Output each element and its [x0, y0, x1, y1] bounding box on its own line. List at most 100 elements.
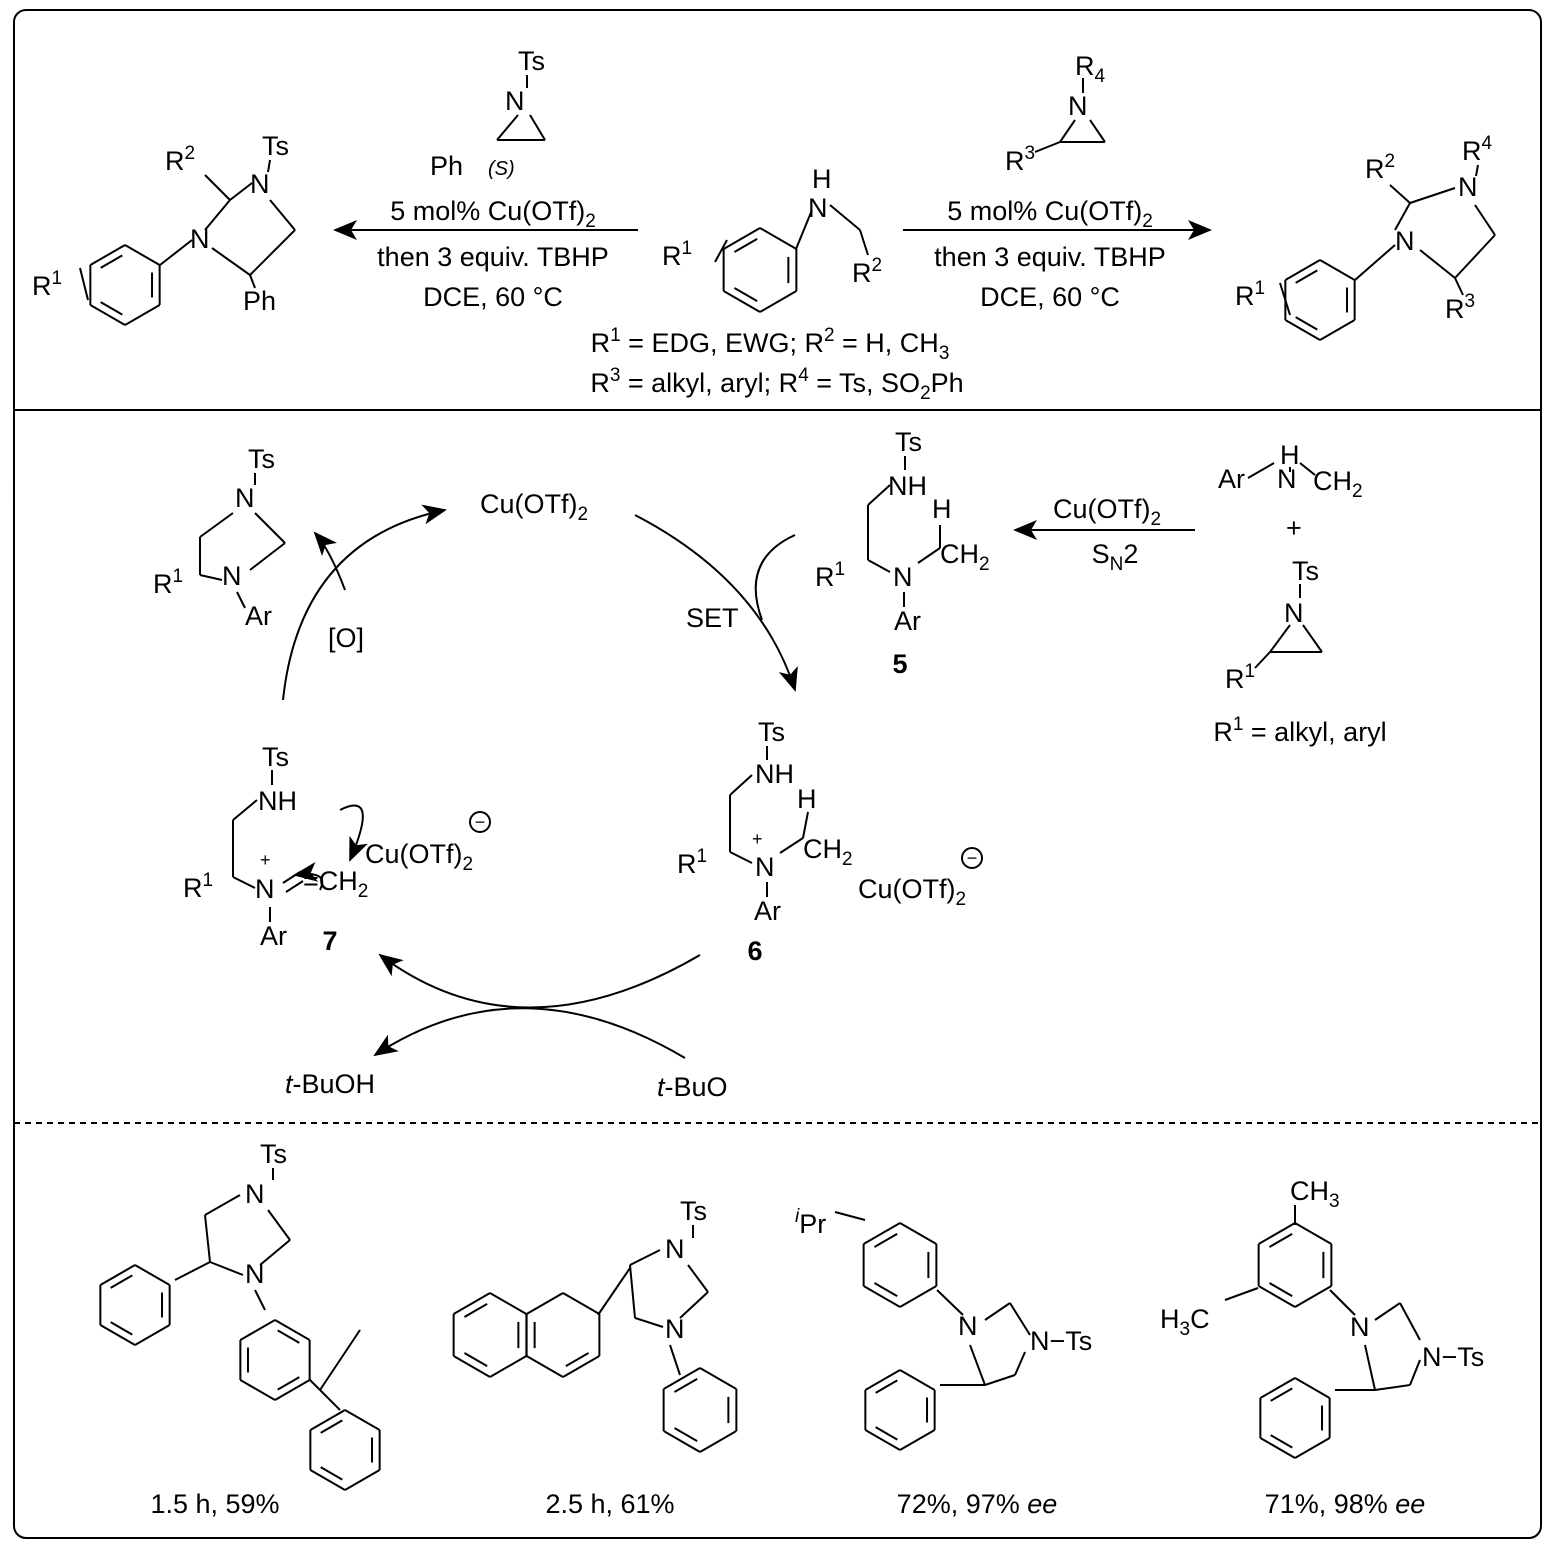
label: R1​: [1225, 661, 1255, 694]
bond: [873, 1282, 898, 1297]
bond: [663, 1430, 701, 1453]
bond: [1259, 1377, 1296, 1399]
negative-charge-icon: [961, 847, 983, 869]
bond: [1302, 624, 1323, 653]
label: R2​: [852, 255, 882, 288]
label: H: [1280, 440, 1300, 470]
bond: [236, 591, 246, 609]
chiral-aziridine: Ts N Ph (S): [430, 46, 545, 181]
bond: [899, 1285, 937, 1308]
bond: [917, 547, 941, 564]
bond: [204, 1194, 241, 1216]
bond: [1389, 184, 1411, 204]
charge-minus: −: [967, 848, 978, 868]
bond: [729, 774, 753, 796]
right-product: R2​ R4​ N N R3​ R1​: [1235, 133, 1493, 324]
label: H3​C: [1160, 1304, 1210, 1340]
bond: [204, 199, 231, 231]
bond: [733, 287, 758, 302]
label: Ts: [680, 1196, 707, 1226]
bond: [110, 1321, 133, 1336]
bond: [1374, 1302, 1401, 1321]
label: N: [808, 193, 828, 223]
label: +: [1286, 513, 1302, 543]
bond: [159, 239, 193, 266]
bond: [1394, 202, 1411, 231]
bond: [285, 880, 304, 893]
bond: [1270, 1387, 1293, 1402]
condition: 5 mol% Cu(OTf)2​: [947, 196, 1153, 232]
bond: [1279, 282, 1291, 316]
bond: [204, 1214, 211, 1263]
bond: [723, 290, 761, 313]
mech-product: Ts N R1​ N Ar: [153, 444, 275, 631]
bond: [529, 114, 546, 141]
label: NH: [755, 759, 794, 789]
bond: [229, 182, 253, 201]
bond: [802, 811, 809, 839]
aniline-substrate: H N R1​ R2​: [662, 164, 882, 288]
oxidation-label: [O]: [328, 623, 364, 653]
bond: [204, 174, 231, 201]
bond: [629, 1249, 661, 1266]
compound-number: 6: [747, 936, 762, 966]
right-conditions: 5 mol% Cu(OTf)2​ then 3 equiv. TBHP DCE,…: [934, 196, 1166, 312]
bond: [124, 304, 161, 326]
bond: [259, 1239, 291, 1266]
bond: [99, 1264, 136, 1286]
label: H: [797, 784, 817, 814]
bond: [463, 1303, 488, 1318]
bond: [124, 244, 161, 266]
label: N: [190, 224, 210, 254]
hat-arc: [373, 1007, 686, 1059]
bond: [1258, 1222, 1296, 1245]
stereo-label: (S): [488, 158, 515, 180]
label: N: [1458, 172, 1478, 202]
label: R1​: [815, 559, 845, 592]
bond: [565, 1352, 590, 1367]
label: CH2​: [803, 834, 853, 870]
bond: [1294, 1377, 1331, 1399]
bond: [254, 1289, 266, 1311]
bond: [634, 1317, 664, 1328]
charge-plus: +: [752, 829, 763, 849]
bond: [89, 304, 126, 326]
charge-plus: +: [260, 850, 271, 870]
bond: [984, 1302, 1011, 1321]
label: N: [665, 1314, 685, 1344]
label: N: [235, 483, 255, 513]
bond: [1454, 277, 1464, 296]
caption: 1.5 h, 59%: [150, 1489, 279, 1519]
bond: [699, 1430, 737, 1453]
scope-note: R1​ = EDG, EWG; R2​ = H, CH3​: [591, 325, 950, 364]
bond: [211, 247, 251, 276]
label: R4​: [1075, 51, 1106, 87]
label: Ts: [895, 427, 922, 457]
label: N: [250, 169, 270, 199]
bond: [1454, 234, 1496, 279]
counterion: Cu(OTf)2​: [858, 874, 966, 910]
bond: [269, 199, 296, 231]
bond: [1059, 119, 1076, 143]
label: Ts: [758, 717, 785, 747]
label: N−Ts: [1422, 1342, 1484, 1372]
bond: [867, 484, 891, 506]
bond: [489, 1292, 527, 1315]
label: CH2​: [940, 539, 990, 575]
bond: [1089, 119, 1106, 143]
label: =CH2​: [303, 866, 368, 902]
bond: [562, 1355, 600, 1378]
bond: [134, 1264, 171, 1286]
bond: [453, 1292, 491, 1315]
scope-note: R1​ = alkyl, aryl: [1213, 714, 1386, 747]
label: N: [755, 852, 775, 882]
bond: [629, 1264, 636, 1319]
bond: [1014, 1351, 1026, 1376]
bond: [1254, 651, 1271, 669]
label: R2​: [165, 143, 195, 176]
bond: [1409, 1359, 1421, 1386]
curved-arrow: [339, 804, 368, 862]
bond: [875, 1426, 898, 1441]
bond: [320, 1466, 343, 1481]
label: N−Ts: [1030, 1326, 1092, 1356]
